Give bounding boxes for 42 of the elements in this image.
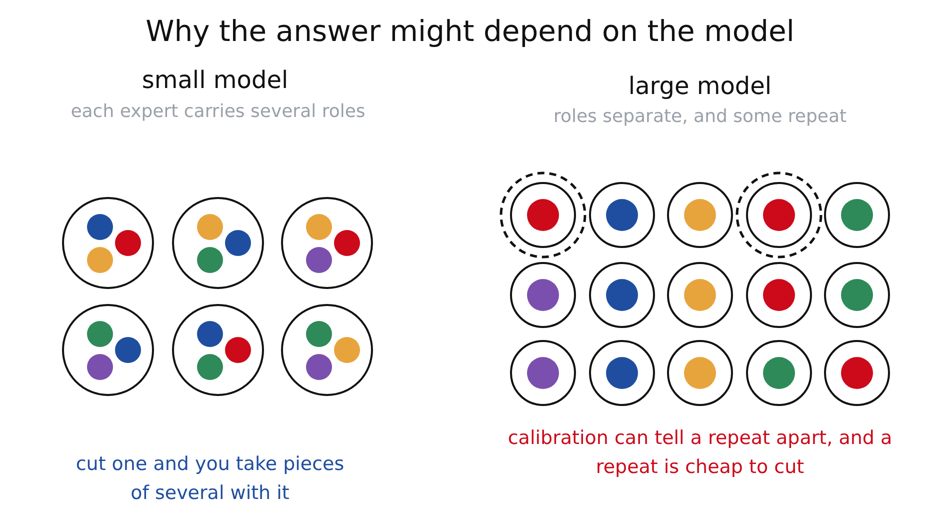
role-dot bbox=[684, 278, 716, 310]
expert-circle bbox=[510, 182, 576, 248]
section-heading: small model bbox=[140, 65, 290, 96]
role-dot bbox=[762, 356, 794, 388]
role-dot bbox=[86, 354, 112, 380]
role-dot bbox=[306, 246, 332, 272]
role-dot bbox=[196, 246, 222, 272]
role-dot bbox=[306, 354, 332, 380]
role-dot bbox=[606, 198, 638, 230]
role-dot bbox=[86, 246, 112, 272]
role-dot bbox=[684, 356, 716, 388]
caption: calibration can tell a repeat apart, and a repeat is cheap to cut bbox=[506, 426, 894, 480]
role-dot bbox=[306, 320, 332, 346]
role-dot bbox=[86, 214, 112, 240]
role-dot bbox=[306, 214, 332, 240]
role-dot bbox=[196, 320, 222, 346]
role-dot bbox=[526, 356, 558, 388]
role-dot bbox=[114, 336, 140, 362]
expert-circle bbox=[746, 182, 812, 248]
role-dot bbox=[334, 336, 360, 362]
role-dot bbox=[840, 356, 872, 388]
role-dot bbox=[114, 230, 140, 256]
subtitle: each expert carries several roles bbox=[70, 100, 366, 124]
role-dot bbox=[606, 356, 638, 388]
role-dot bbox=[196, 214, 222, 240]
role-dot bbox=[762, 278, 794, 310]
role-dot bbox=[526, 278, 558, 310]
caption: cut one and you take pieces of several with it bbox=[75, 452, 345, 506]
role-dot bbox=[526, 198, 558, 230]
role-dot bbox=[840, 198, 872, 230]
section-heading: large model bbox=[627, 71, 773, 102]
role-dot bbox=[196, 354, 222, 380]
role-dot bbox=[606, 278, 638, 310]
role-dot bbox=[334, 230, 360, 256]
role-dot bbox=[224, 336, 250, 362]
role-dot bbox=[684, 198, 716, 230]
role-dot bbox=[224, 230, 250, 256]
subtitle: roles separate, and some repeat bbox=[552, 105, 848, 129]
role-dot bbox=[762, 198, 794, 230]
role-dot bbox=[840, 278, 872, 310]
role-dot bbox=[86, 320, 112, 346]
title: Why the answer might depend on the model bbox=[144, 14, 796, 48]
